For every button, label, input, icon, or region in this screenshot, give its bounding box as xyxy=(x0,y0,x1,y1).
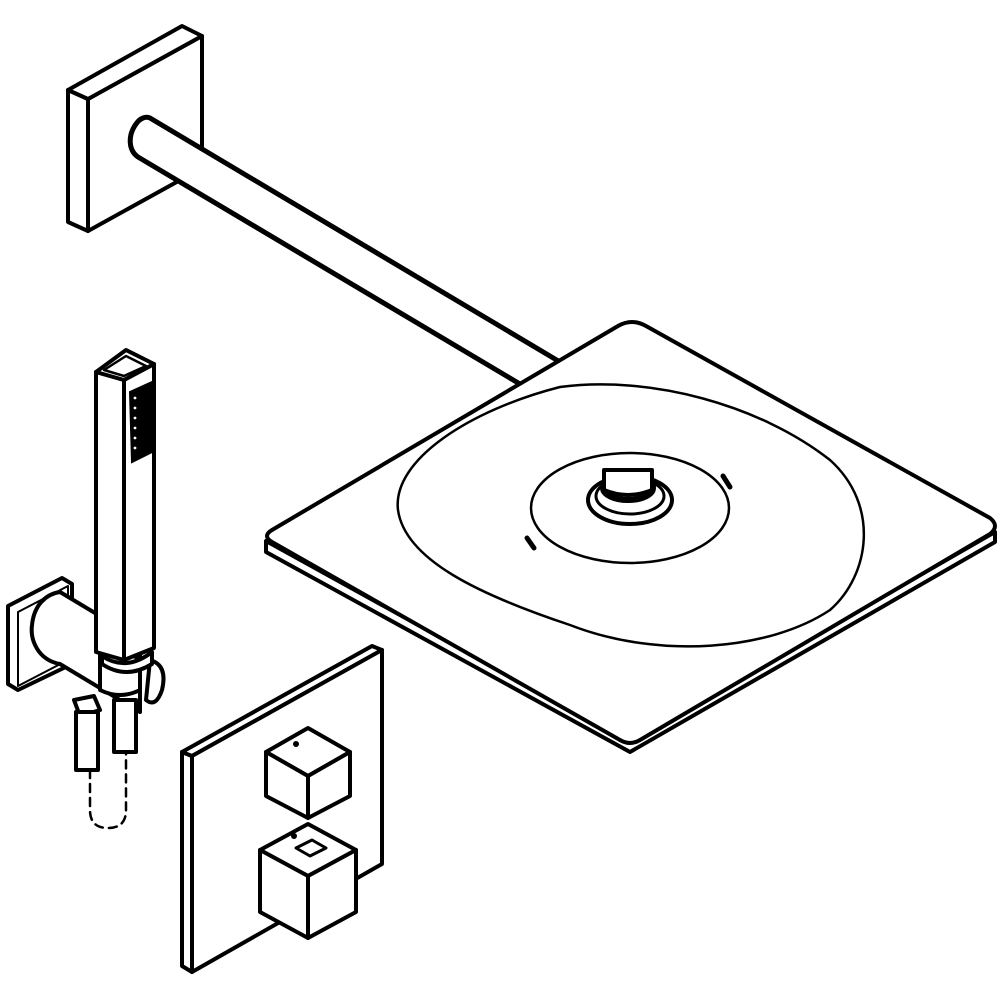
head-shower xyxy=(264,320,997,754)
shower-hose xyxy=(74,698,138,830)
lower-handle-cube[interactable] xyxy=(258,822,358,940)
thermostat-trim xyxy=(180,644,384,974)
hand-shower xyxy=(94,348,156,674)
upper-handle-cube[interactable] xyxy=(264,726,352,820)
